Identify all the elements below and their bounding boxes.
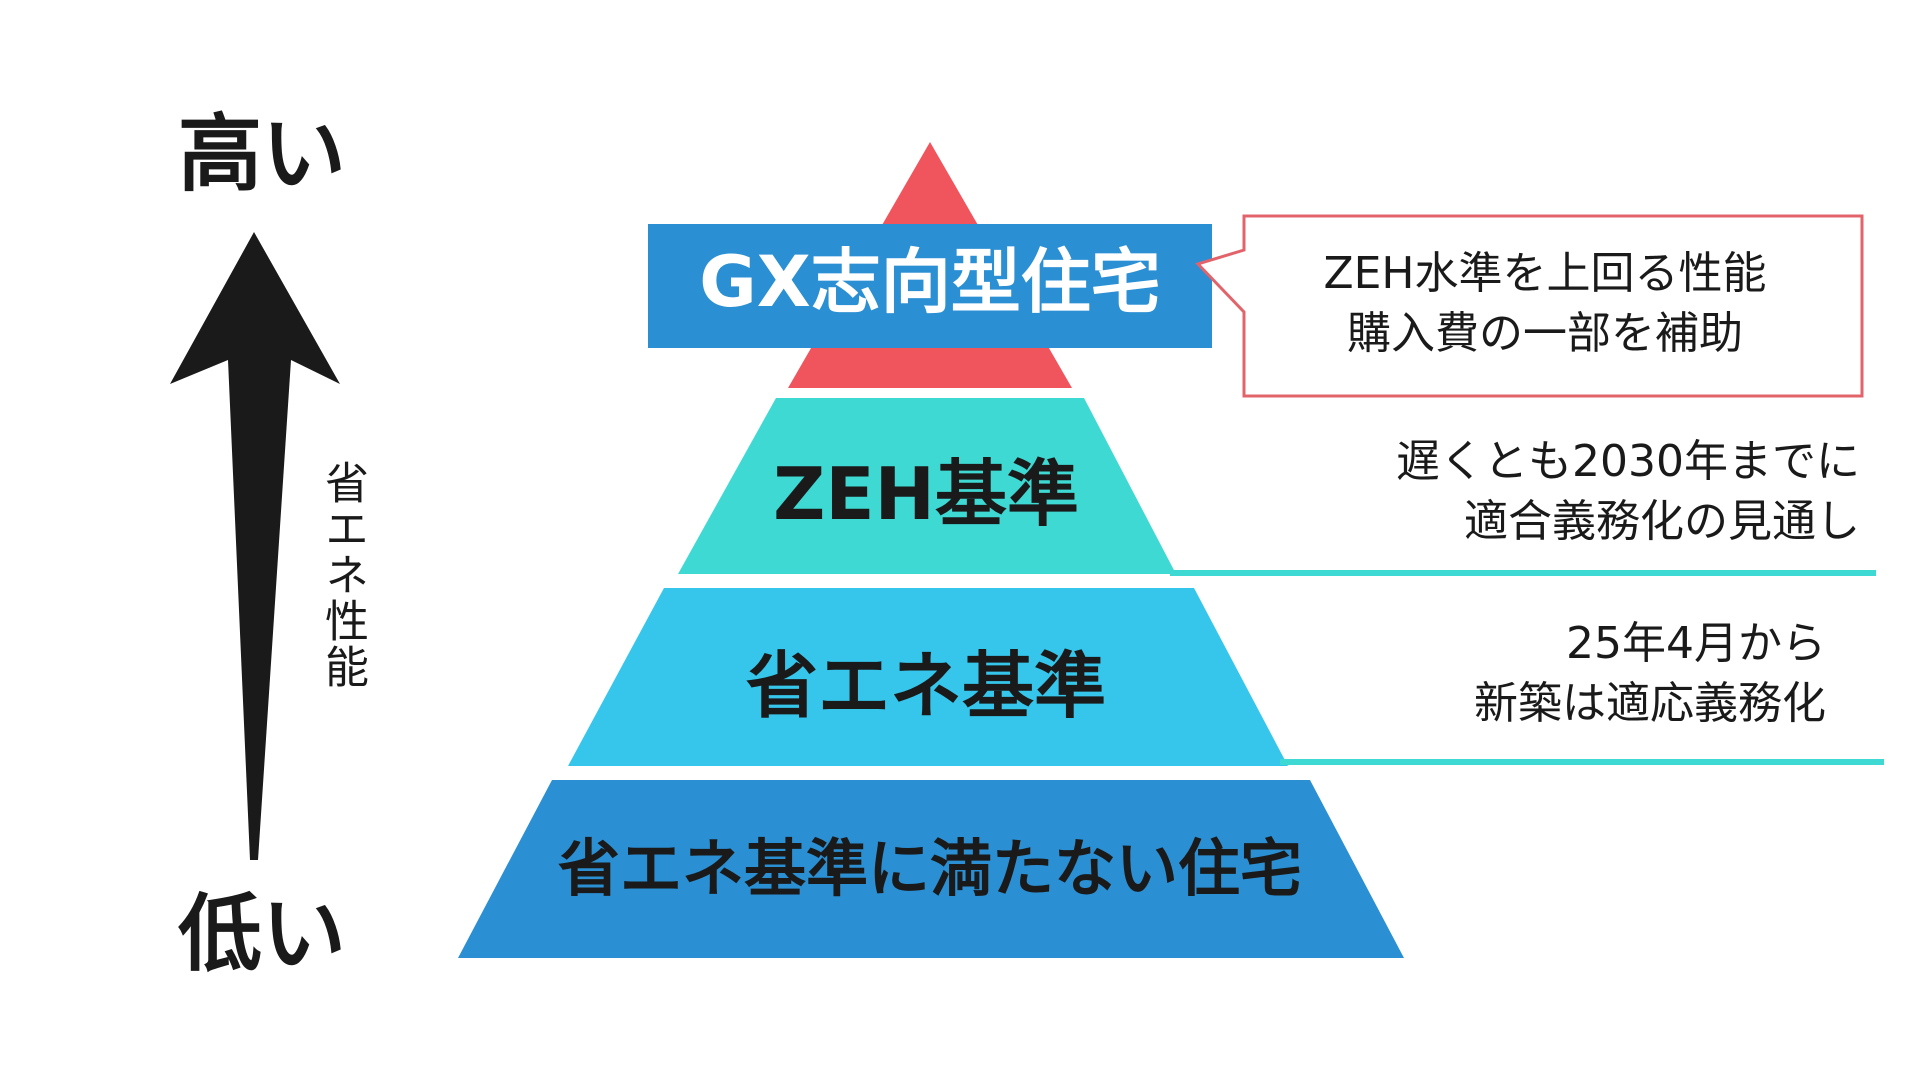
tier-standard-shape <box>568 588 1288 766</box>
gx-note: ZEH水準を上回る性能 購入費の一部を補助 <box>1240 244 1850 364</box>
gx-note-line-1: ZEH水準を上回る性能 <box>1323 248 1767 299</box>
standard-note-line-2: 新築は適応義務化 <box>1474 678 1826 729</box>
axis-title: 省エネ性能 <box>317 460 368 690</box>
performance-arrow-icon <box>170 232 340 860</box>
standard-note-line-1: 25年4月から <box>1566 618 1826 669</box>
gx-callout-box <box>1195 214 1864 398</box>
tier-zeh-shape <box>678 398 1176 574</box>
tier-zeh-label: ZEH基準 <box>773 452 1079 536</box>
tier-gx-banner <box>648 224 1212 348</box>
tier-standard-label: 省エネ基準 <box>745 644 1106 728</box>
axis-high-label: 高い <box>178 105 347 203</box>
zeh-note-line-2: 適合義務化の見通し <box>1464 496 1860 547</box>
tier-low-label: 省エネ基準に満たない住宅 <box>557 832 1302 905</box>
tier-low-shape <box>458 780 1404 958</box>
zeh-note-line-1: 遅くとも2030年までに <box>1396 436 1860 487</box>
tier-gx-label: GX志向型住宅 <box>699 241 1161 323</box>
axis-low-label: 低い <box>178 885 347 983</box>
standard-note: 25年4月から 新築は適応義務化 <box>1474 614 1826 734</box>
gx-note-line-2: 購入費の一部を補助 <box>1347 308 1743 359</box>
zeh-note: 遅くとも2030年までに 適合義務化の見通し <box>1396 432 1860 552</box>
